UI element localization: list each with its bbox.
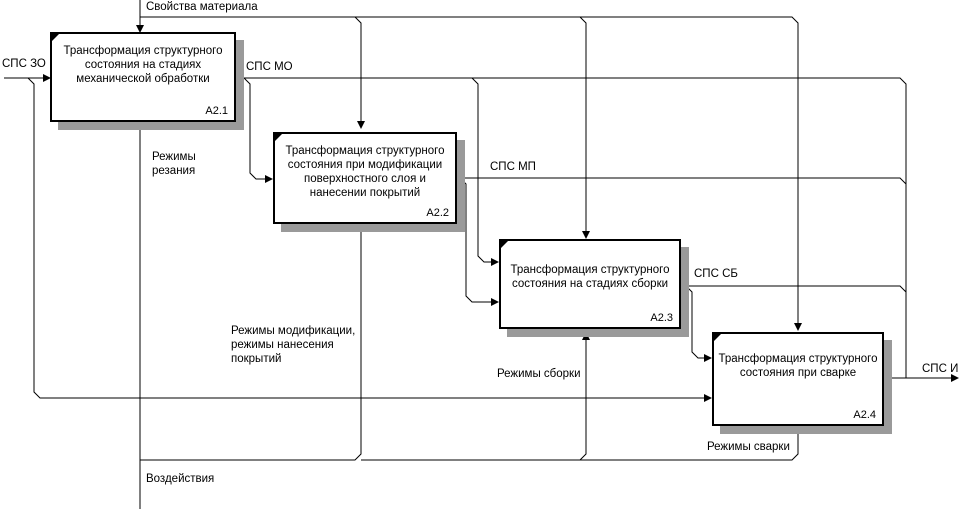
label-welding-modes: Режимы сварки <box>707 441 790 453</box>
label-control: Свойства материала <box>146 1 258 13</box>
block-number: A2.3 <box>650 312 673 324</box>
block-title: Трансформация структурного состояния при… <box>718 353 878 379</box>
block-a2-2[interactable]: Трансформация структурного состояния при… <box>273 132 457 224</box>
corner-mark <box>275 134 282 141</box>
output-mo-arrows <box>238 77 907 374</box>
label-mechanism: Воздействия <box>146 473 215 485</box>
block-number: A2.1 <box>205 105 228 117</box>
corner-mark <box>501 241 508 248</box>
block-a2-4[interactable]: Трансформация структурного состояния при… <box>712 332 884 426</box>
label-output: СПС И <box>922 363 959 375</box>
corner-mark <box>714 334 721 341</box>
label-cut-modes: Режимы резания <box>152 151 196 177</box>
block-title: Трансформация структурного состояния на … <box>63 45 223 85</box>
control-arrows <box>136 0 802 331</box>
mechanism-arrows <box>136 121 802 509</box>
label-sb: СПС СБ <box>694 268 738 280</box>
block-number: A2.4 <box>853 409 876 421</box>
block-a2-3[interactable]: Трансформация структурного состояния на … <box>499 239 681 329</box>
block-title: Трансформация структурного состояния при… <box>285 145 445 199</box>
label-input: СПС ЗО <box>2 58 46 70</box>
input-arrows <box>4 74 712 402</box>
label-mp: СПС МП <box>490 161 536 173</box>
label-mo: СПС МО <box>246 61 293 73</box>
label-modification-modes: Режимы модификации, режимы нанесения пок… <box>231 325 356 365</box>
block-title: Трансформация структурного состояния на … <box>510 264 670 290</box>
corner-mark <box>52 34 59 41</box>
label-assembly-modes: Режимы сборки <box>497 368 581 380</box>
output-sb-arrows <box>682 285 907 362</box>
block-a2-1[interactable]: Трансформация структурного состояния на … <box>50 32 236 122</box>
block-number: A2.2 <box>426 207 449 219</box>
